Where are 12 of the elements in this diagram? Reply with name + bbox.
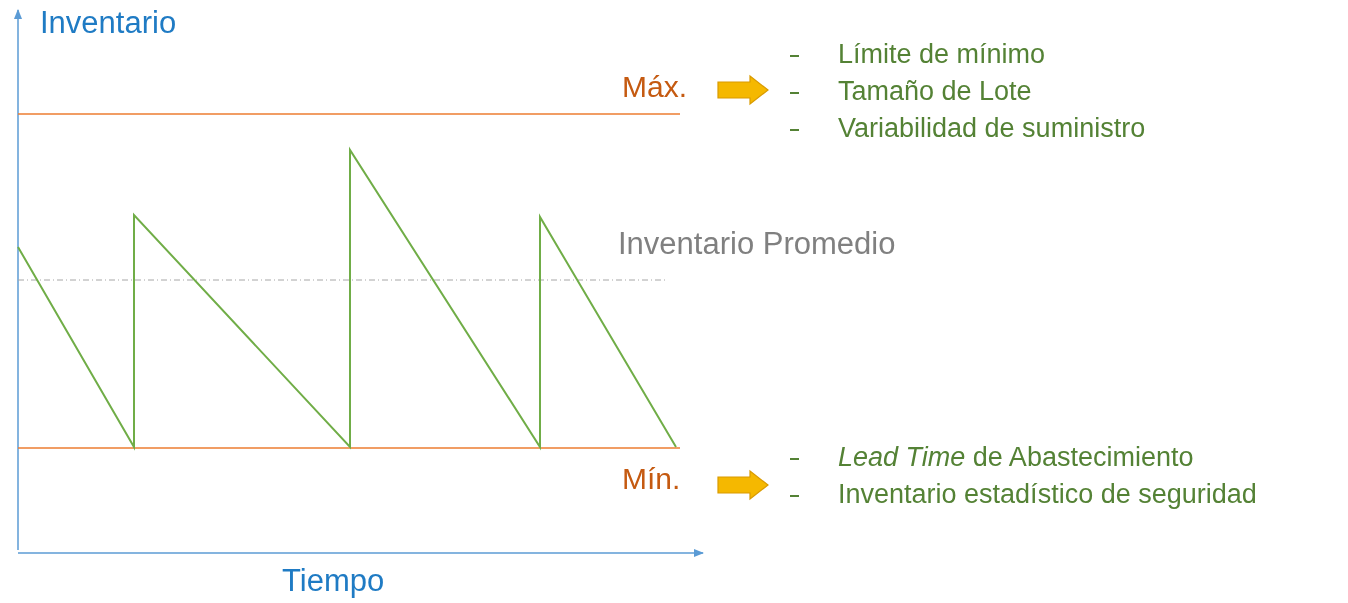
average-label: Inventario Promedio (618, 227, 896, 262)
list-item: Límite de mínimo (838, 38, 1046, 71)
block-arrow (717, 74, 769, 106)
list-item: Variabilidad de suministro (838, 112, 1146, 145)
level-label: Mín. (622, 462, 710, 495)
axis-title: Tiempo (282, 564, 385, 599)
level-label: Máx. (622, 70, 710, 103)
list-item: Lead Time de Abastecimiento (838, 441, 1194, 474)
block-arrow (717, 469, 769, 501)
axis-title: Inventario (40, 6, 177, 41)
list-item: Tamaño de Lote (838, 75, 1032, 108)
list-item: Inventario estadístico de seguridad (838, 478, 1257, 511)
